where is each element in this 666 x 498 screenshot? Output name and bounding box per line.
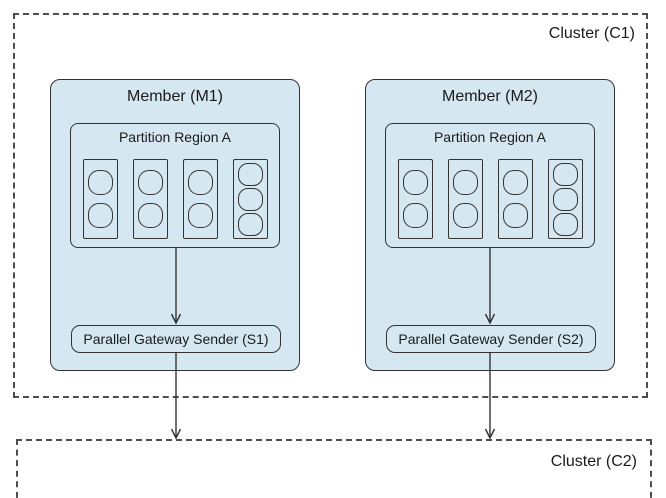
bucket-entry-oval xyxy=(402,203,428,228)
cluster-c2-label: Cluster (C2) xyxy=(550,453,637,470)
member-m2-box: Member (M2) Partition Region A Parallel … xyxy=(365,79,615,371)
gateway-sender-s1-box: Parallel Gateway Sender (S1) xyxy=(71,325,281,353)
bucket-entry-oval xyxy=(237,162,263,186)
bucket xyxy=(132,159,168,239)
bucket xyxy=(232,159,268,239)
bucket xyxy=(547,159,583,239)
partition-region-m1: Partition Region A xyxy=(70,123,280,248)
bucket-entry-oval xyxy=(137,203,163,228)
cluster-c1-box: Cluster (C1) xyxy=(13,13,648,398)
bucket-entry-oval xyxy=(552,162,578,186)
bucket-entry-oval xyxy=(552,212,578,236)
member-m1-title: Member (M1) xyxy=(126,88,223,105)
bucket-entry-oval xyxy=(87,203,113,228)
bucket-row-m1 xyxy=(71,159,279,239)
bucket-entry-oval xyxy=(552,187,578,211)
gateway-sender-s2-box: Parallel Gateway Sender (S2) xyxy=(386,325,596,353)
bucket xyxy=(397,159,433,239)
bucket-entry-oval xyxy=(187,203,213,228)
bucket-entry-oval xyxy=(187,170,213,195)
bucket xyxy=(497,159,533,239)
partition-region-m1-label: Partition Region A xyxy=(118,129,232,145)
cluster-c1-label: Cluster (C1) xyxy=(548,25,635,42)
partition-region-m2-label: Partition Region A xyxy=(433,129,547,145)
cluster-c2-box: Cluster (C2) xyxy=(16,439,652,498)
bucket xyxy=(182,159,218,239)
member-m2-title: Member (M2) xyxy=(441,88,538,105)
bucket-entry-oval xyxy=(237,212,263,236)
bucket-entry-oval xyxy=(502,203,528,228)
bucket-row-m2 xyxy=(386,159,594,239)
bucket-entry-oval xyxy=(502,170,528,195)
bucket xyxy=(447,159,483,239)
bucket-entry-oval xyxy=(402,170,428,195)
bucket-entry-oval xyxy=(452,203,478,228)
partition-region-m2: Partition Region A xyxy=(385,123,595,248)
bucket-entry-oval xyxy=(237,187,263,211)
bucket-entry-oval xyxy=(87,170,113,195)
bucket-entry-oval xyxy=(137,170,163,195)
member-m1-box: Member (M1) Partition Region A Parallel … xyxy=(50,79,300,371)
bucket-entry-oval xyxy=(452,170,478,195)
bucket xyxy=(82,159,118,239)
